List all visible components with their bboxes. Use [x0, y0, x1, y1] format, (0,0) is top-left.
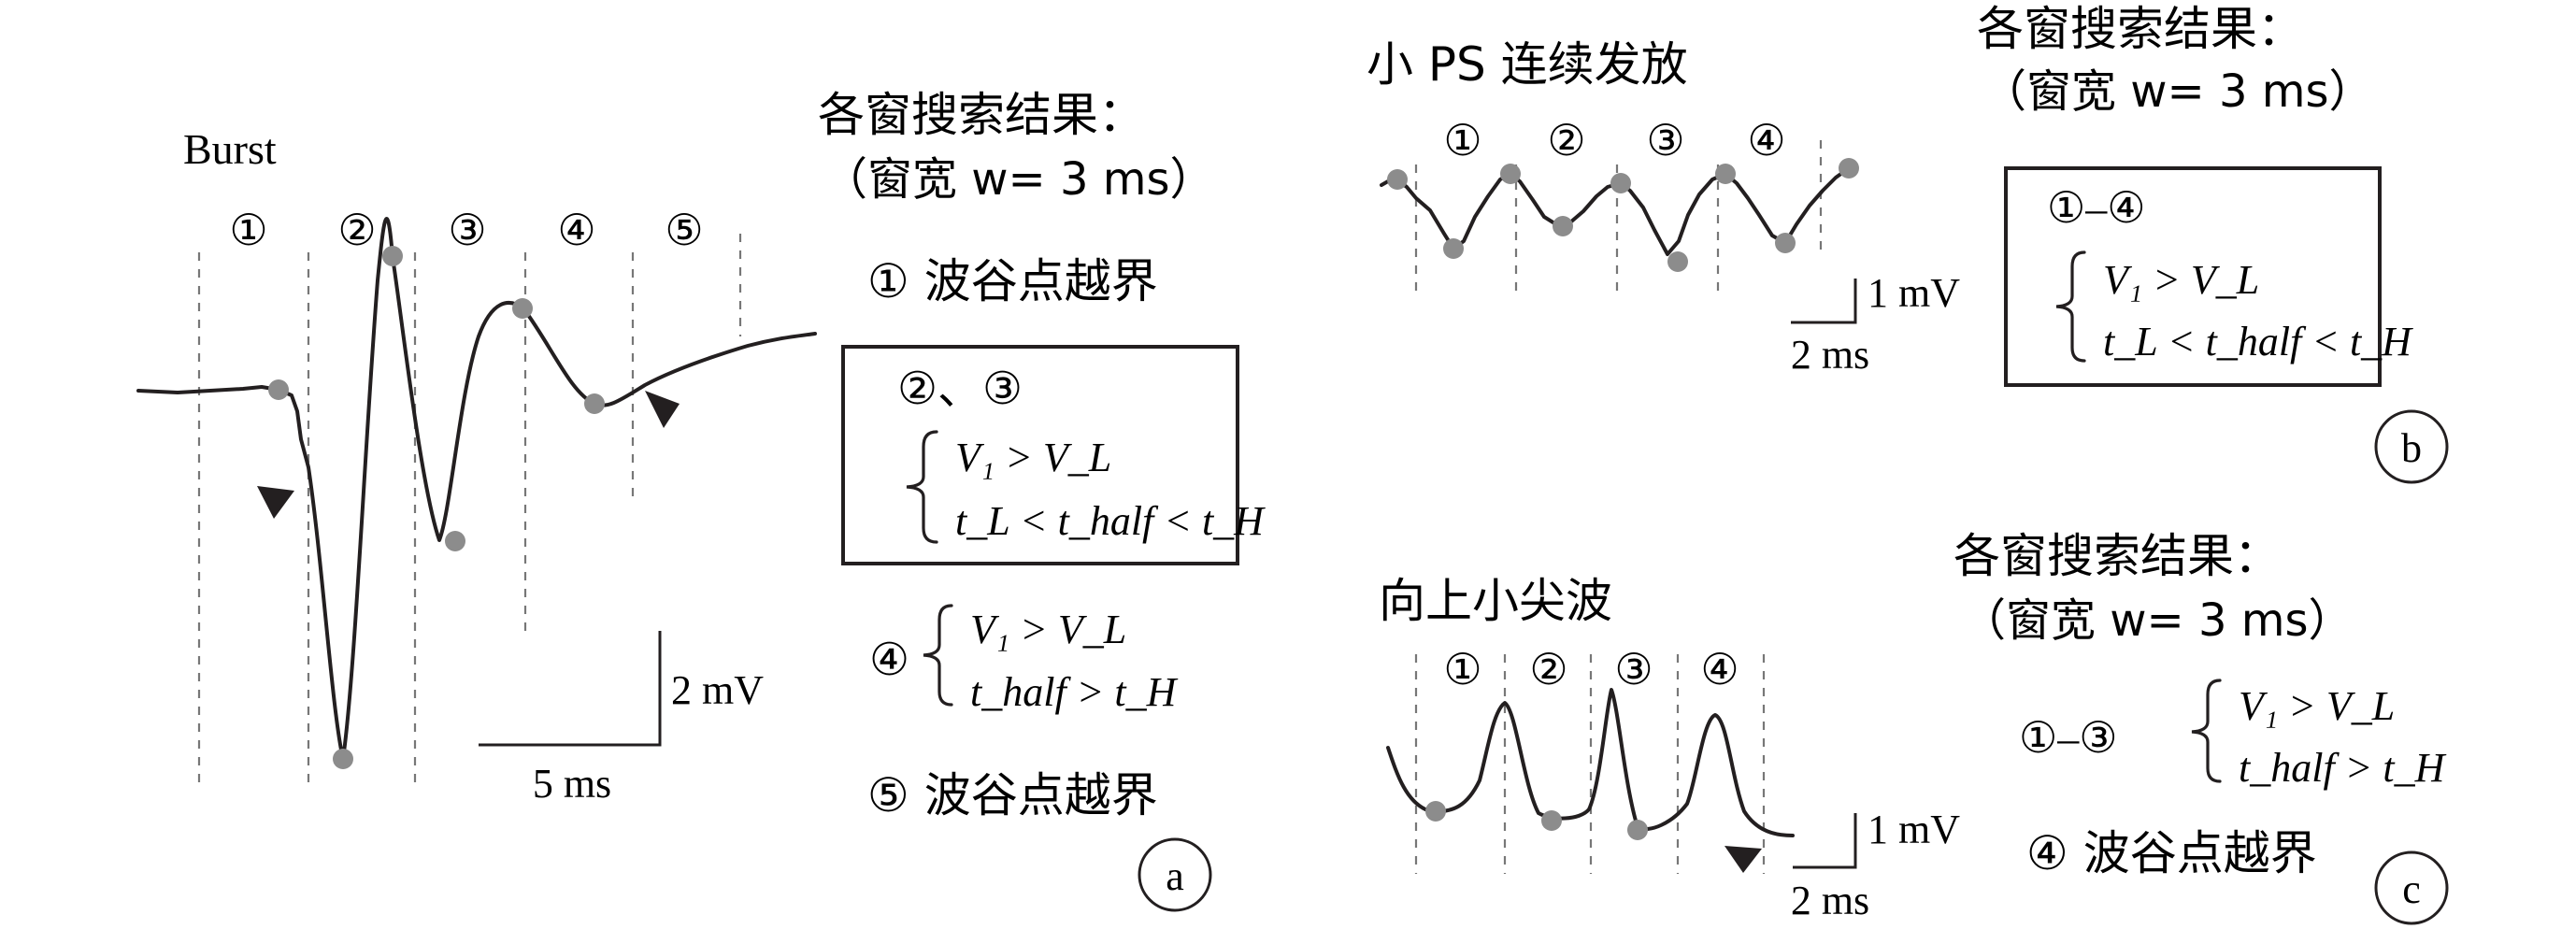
panel-c-result-13-brace: [2191, 679, 2222, 783]
panel-a-marker: [333, 749, 353, 769]
panel-c-window-label-4: ④: [1700, 646, 1739, 693]
panel-c-spike-trace: [1386, 688, 1795, 837]
panel-a-label: a: [1166, 853, 1184, 899]
panel-b-marker: [1667, 251, 1688, 272]
panel-a-scale-time: 5 ms: [533, 761, 611, 807]
panel-c-label-circle: [2374, 850, 2449, 925]
panel-b-scale-bar: [1791, 279, 1857, 324]
panel-b-box-title: ①–④: [2047, 184, 2145, 232]
panel-a-result-5: ⑤ 波谷点越界: [867, 768, 1158, 822]
panel-b-marker: [1715, 164, 1736, 184]
panel-a-result-4-num: ④: [869, 636, 909, 685]
panel-a-marker: [584, 393, 605, 414]
panel-a-result-4-cond-2: t_half > t_H: [970, 669, 1179, 715]
panel-a-box-cond-1: V₁ > V_L: [955, 435, 1111, 480]
panel-a-window-label-3: ③: [448, 207, 486, 254]
panel-b-window-label-1: ①: [1443, 117, 1481, 164]
panel-b-marker: [1839, 158, 1859, 179]
panel-b-scale-time: 2 ms: [1791, 332, 1869, 378]
panel-c-marker: [1425, 801, 1446, 822]
panel-c-window-label-2: ②: [1529, 646, 1567, 693]
panel-a-window-label-1: ①: [229, 207, 267, 254]
panel-a-window-label-5: ⑤: [665, 207, 703, 254]
panel-a-marker: [445, 531, 465, 551]
panel-c-result-13-cond-2: t_half > t_H: [2239, 745, 2447, 791]
panel-a-result-box: [841, 345, 1239, 565]
panel-c: 向上小尖波 ① ② ③ ④ 1 mV 2 ms 各窗搜索结果： （窗宽 w= 3…: [1379, 529, 2449, 925]
panel-b-results-title: 各窗搜索结果：: [1977, 2, 2304, 56]
panel-c-window-label-3: ③: [1614, 646, 1653, 693]
panel-b-trace-title: 小 PS 连续发放: [1367, 37, 1688, 92]
panel-c-trace-title: 向上小尖波: [1379, 574, 1612, 628]
panel-c-label: c: [2402, 866, 2421, 912]
panel-a-arrowhead: [257, 486, 294, 519]
panel-a-result-1: ① 波谷点越界: [867, 254, 1158, 308]
panel-b-window-label-3: ③: [1646, 117, 1684, 164]
panel-b-marker: [1443, 238, 1464, 259]
panel-b-box-brace: [2055, 250, 2086, 363]
panel-a-scale-voltage: 2 mV: [671, 667, 764, 713]
panel-b-window-label-2: ②: [1547, 117, 1585, 164]
panel-b-marker: [1610, 173, 1631, 193]
panel-a-box-title: ②、③: [897, 363, 1023, 415]
panel-c-window-label-1: ①: [1443, 646, 1481, 693]
panel-c-scale-time: 2 ms: [1791, 878, 1869, 923]
panel-a-arrowhead: [645, 391, 680, 428]
panel-a-window-label-4: ④: [557, 207, 595, 254]
panel-a-window-label-2: ②: [337, 207, 376, 254]
panel-a-box-brace: [906, 430, 938, 544]
panel-c-marker: [1541, 810, 1562, 831]
panel-a-box-cond-2: t_L < t_half < t_H: [955, 498, 1266, 544]
panel-c-result-13-num: ①–③: [2019, 714, 2117, 762]
panel-c-results-width: （窗宽 w= 3 ms）: [1961, 594, 2354, 647]
panel-a-marker: [268, 379, 289, 400]
panel-a-result-4-cond-1: V₁ > V_L: [970, 607, 1126, 652]
panel-c-arrowhead: [1724, 846, 1762, 873]
panel-b-marker: [1553, 216, 1573, 236]
panel-a-results-width: （窗宽 w= 3 ms）: [823, 153, 1215, 206]
panel-b-box-cond-1: V₁ > V_L: [2103, 257, 2259, 303]
panel-a: Burst ① ② ③ ④ ⑤ 2 mV 5 ms 各窗搜索结果： （窗宽 w=…: [136, 88, 1266, 912]
panel-c-scale-bar: [1793, 813, 1857, 869]
panel-c-result-13-cond-1: V₁ > V_L: [2239, 683, 2395, 729]
panel-b-label-circle: [2374, 409, 2449, 484]
panel-a-marker: [512, 298, 533, 319]
panel-b-window-label-4: ④: [1747, 117, 1785, 164]
panel-a-trace-title: Burst: [183, 125, 277, 173]
panel-b-scale-voltage: 1 mV: [1868, 270, 1960, 316]
panel-a-result-4-brace: [923, 604, 953, 707]
panel-b-marker: [1775, 233, 1796, 253]
panel-c-results-title: 各窗搜索结果：: [1953, 529, 2281, 583]
panel-a-label-circle: [1138, 837, 1212, 912]
panel-b-box-cond-2: t_L < t_half < t_H: [2103, 319, 2413, 364]
panel-b-marker: [1500, 164, 1521, 184]
panel-b-result-box: [2004, 166, 2382, 387]
panel-c-marker: [1627, 820, 1648, 840]
panel-c-result-4: ④ 波谷点越界: [2026, 826, 2317, 880]
panel-a-scale-bar: [479, 631, 662, 747]
panel-b: 小 PS 连续发放 ① ② ③ ④ 1 mV 2 ms 各窗搜索结果： （窗宽 …: [1367, 2, 2449, 484]
panel-a-results-title: 各窗搜索结果：: [818, 88, 1145, 142]
panel-b-marker: [1387, 169, 1408, 190]
panel-b-results-width: （窗宽 w= 3 ms）: [1982, 65, 2374, 118]
panel-b-label: b: [2401, 425, 2422, 471]
panel-c-scale-voltage: 1 mV: [1868, 807, 1960, 852]
panel-a-marker: [382, 246, 403, 266]
